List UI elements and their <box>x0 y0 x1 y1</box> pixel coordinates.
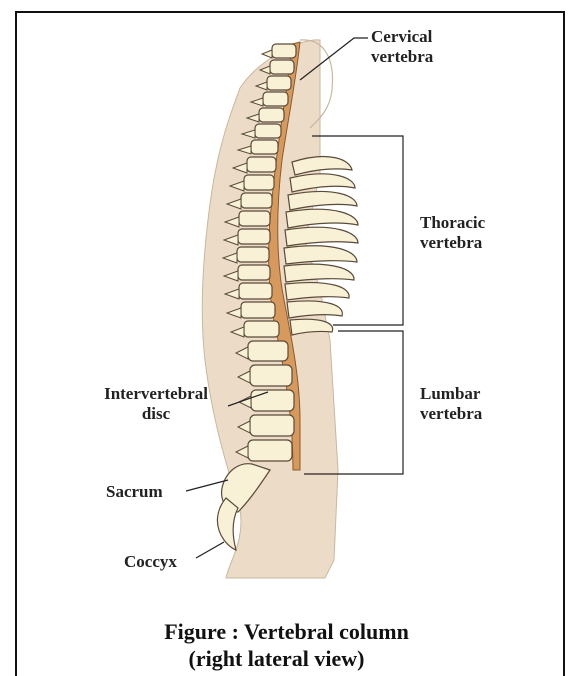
lumbar-label-line1: Lumbar <box>420 384 482 404</box>
lumbar-vertebra-label: Lumbar vertebra <box>420 384 482 424</box>
intervertebral-disc-label: Intervertebral disc <box>84 384 228 424</box>
thoracic-label-line2: vertebra <box>420 233 485 253</box>
cervical-label-line2: vertebra <box>371 47 433 67</box>
intervertebral-label-line2: disc <box>84 404 228 424</box>
lumbar-label-line2: vertebra <box>420 404 482 424</box>
intervertebral-label-line1: Intervertebral <box>84 384 228 404</box>
cervical-vertebra-label: Cervical vertebra <box>371 27 433 67</box>
sacrum-label: Sacrum <box>106 482 163 502</box>
cervical-label-line1: Cervical <box>371 27 433 47</box>
thoracic-vertebra-label: Thoracic vertebra <box>420 213 485 253</box>
figure-caption-line2: (right lateral view) <box>0 646 563 672</box>
figure-caption-line1: Figure : Vertebral column <box>0 619 573 645</box>
coccyx-leader <box>196 542 224 558</box>
coccyx-bone <box>217 498 238 550</box>
coccyx-label: Coccyx <box>124 552 177 572</box>
thoracic-label-line1: Thoracic <box>420 213 485 233</box>
